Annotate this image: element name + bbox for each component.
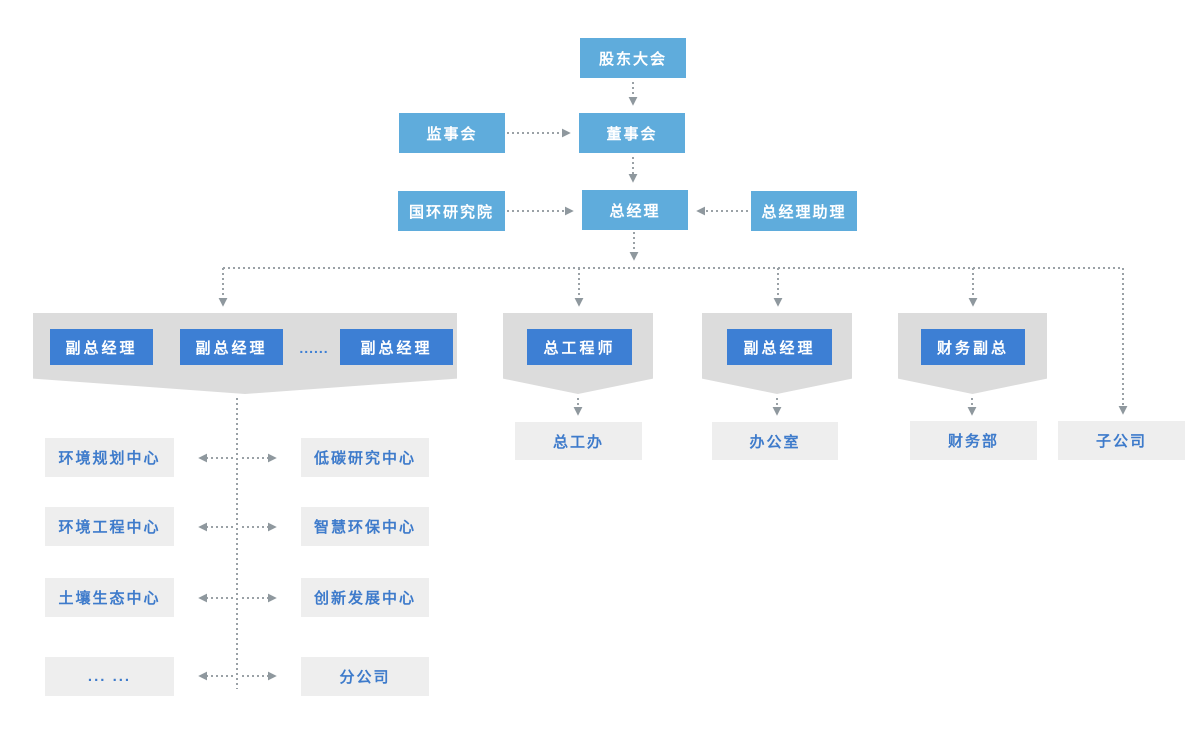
chief-engineer-box: 总工程师 xyxy=(527,329,632,365)
env-engineering-center-box: 环境工程中心 xyxy=(45,507,174,546)
shareholders-meeting-box: 股东大会 xyxy=(580,38,686,78)
research-institute-box: 国环研究院 xyxy=(398,191,505,231)
finance-vp-box: 财务副总 xyxy=(921,329,1025,365)
env-planning-center-box: 环境规划中心 xyxy=(45,438,174,477)
deputy-gm-single-box: 副总经理 xyxy=(727,329,832,365)
subsidiary-box: 子公司 xyxy=(1058,421,1185,460)
smart-env-center-box: 智慧环保中心 xyxy=(301,507,429,546)
deputy-gm-box-2: 副总经理 xyxy=(180,329,283,365)
gm-assistant-box: 总经理助理 xyxy=(751,191,857,231)
deputy-gm-box-1: 副总经理 xyxy=(50,329,153,365)
innovation-dev-center-box: 创新发展中心 xyxy=(301,578,429,617)
branch-company-box: 分公司 xyxy=(301,657,429,696)
low-carbon-research-center-box: 低碳研究中心 xyxy=(301,438,429,477)
deputy-gm-ellipsis: ...... xyxy=(299,340,329,356)
chief-engineer-office-box: 总工办 xyxy=(515,422,642,460)
board-of-directors-box: 董事会 xyxy=(579,113,685,153)
office-box: 办公室 xyxy=(712,422,838,460)
more-centers-ellipsis-box: ... ... xyxy=(45,657,174,696)
finance-dept-box: 财务部 xyxy=(910,421,1037,460)
deputy-gm-box-3: 副总经理 xyxy=(340,329,453,365)
general-manager-box: 总经理 xyxy=(582,190,688,230)
supervisory-board-box: 监事会 xyxy=(399,113,505,153)
soil-ecology-center-box: 土壤生态中心 xyxy=(45,578,174,617)
